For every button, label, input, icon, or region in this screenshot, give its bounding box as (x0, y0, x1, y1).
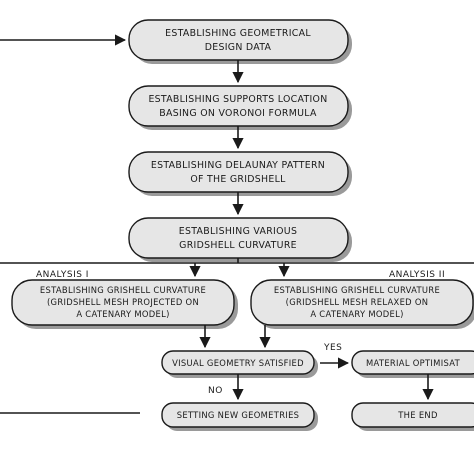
node-5-line-3: A CATENARY MODEL) (76, 309, 169, 319)
node-4-line-1: ESTABLISHING VARIOUS (179, 226, 297, 237)
node-1-line-2: DESIGN DATA (205, 42, 272, 53)
label-analysis-1: ANALYSIS I (36, 270, 89, 280)
label-yes: YES (323, 343, 342, 353)
node-7-label: VISUAL GEOMETRY SATISFIED (172, 358, 304, 368)
node-6-line-1: ESTABLISHING GRISHELL CURVATURE (274, 285, 440, 295)
node-material-optimisation (351, 350, 474, 375)
node-analysis-2-relaxed (250, 279, 474, 326)
node-1-line-1: ESTABLISHING GEOMETRICAL (165, 28, 311, 39)
node-geometrical-design-data (128, 19, 349, 61)
node-analysis-1-projected (11, 279, 235, 326)
node-5-line-1: ESTABLISHING GRISHELL CURVATURE (40, 285, 206, 295)
node-supports-location (128, 85, 349, 127)
node-4-line-2: GRIDSHELL CURVATURE (179, 240, 297, 251)
node-6-line-2: (GRIDSHELL MESH RELAXED ON (286, 297, 429, 307)
label-analysis-2: ANALYSIS II (389, 270, 445, 280)
node-2-line-2: BASING ON VORONOI FORMULA (159, 108, 317, 119)
node-5-line-2: (GRIDSHELL MESH PROJECTED ON (47, 297, 199, 307)
node-10-label: THE END (397, 410, 437, 420)
node-8-label: MATERIAL OPTIMISAT (366, 358, 461, 368)
node-gridshell-curvature (128, 217, 349, 259)
node-setting-new-geometries (161, 402, 315, 428)
node-3-line-1: ESTABLISHING DELAUNAY PATTERN (151, 160, 325, 171)
node-2-line-1: ESTABLISHING SUPPORTS LOCATION (148, 94, 327, 105)
node-the-end (351, 402, 474, 428)
node-delaunay-pattern (128, 151, 349, 193)
label-no: NO (208, 386, 223, 396)
node-9-label: SETTING NEW GEOMETRIES (177, 410, 300, 420)
node-6-line-3: A CATENARY MODEL) (310, 309, 403, 319)
node-3-line-2: OF THE GRIDSHELL (190, 174, 286, 185)
